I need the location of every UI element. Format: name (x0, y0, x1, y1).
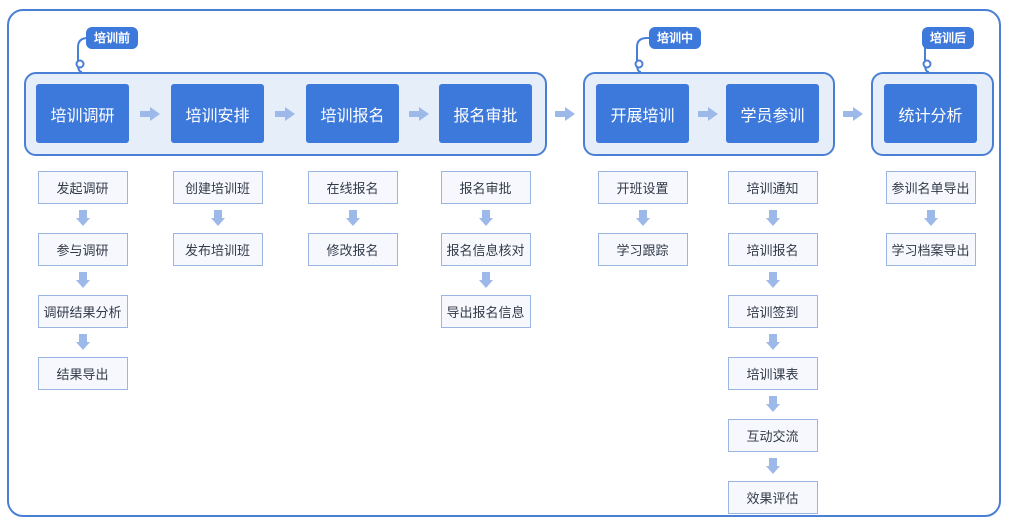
phase-arrow (843, 106, 863, 121)
stage-box: 学员参训 (726, 84, 819, 143)
task-box: 修改报名 (307, 233, 398, 266)
stage-box: 培训报名 (306, 84, 399, 143)
task-box: 开班设置 (597, 171, 688, 204)
down-arrow (210, 210, 225, 226)
stage-box: 报名审批 (439, 84, 532, 143)
stage-box: 开展培训 (596, 84, 689, 143)
right-arrow (275, 106, 295, 121)
task-box: 培训课表 (727, 357, 818, 390)
task-box: 在线报名 (307, 171, 398, 204)
down-arrow (75, 334, 90, 350)
task-box: 导出报名信息 (440, 295, 531, 328)
task-box: 发布培训班 (172, 233, 263, 266)
task-box: 培训报名 (727, 233, 818, 266)
task-box: 参训名单导出 (885, 171, 976, 204)
down-arrow (923, 210, 938, 226)
right-arrow (697, 106, 718, 121)
down-arrow (765, 334, 780, 350)
task-box: 参与调研 (37, 233, 128, 266)
stage-box: 培训调研 (36, 84, 129, 143)
task-box: 报名信息核对 (440, 233, 531, 266)
task-box: 互动交流 (727, 419, 818, 452)
down-arrow (765, 396, 780, 412)
task-box: 创建培训班 (172, 171, 263, 204)
down-arrow (345, 210, 360, 226)
down-arrow (75, 210, 90, 226)
task-box: 发起调研 (37, 171, 128, 204)
down-arrow (478, 272, 493, 288)
down-arrow (635, 210, 650, 226)
stage-box: 统计分析 (884, 84, 977, 143)
stage-box: 培训安排 (171, 84, 264, 143)
task-box: 学习跟踪 (597, 233, 688, 266)
phase-tag: 培训前 (86, 27, 139, 49)
right-arrow (140, 106, 160, 121)
task-box: 培训通知 (727, 171, 818, 204)
right-arrow (409, 106, 429, 121)
task-box: 学习档案导出 (885, 233, 976, 266)
down-arrow (75, 272, 90, 288)
task-box: 调研结果分析 (37, 295, 128, 328)
down-arrow (478, 210, 493, 226)
task-box: 结果导出 (37, 357, 128, 390)
phase-tag: 培训后 (922, 27, 975, 49)
phase-hook-0 (75, 37, 89, 73)
task-box: 效果评估 (727, 481, 818, 514)
down-arrow (765, 210, 780, 226)
phase-arrow (555, 106, 575, 121)
phase-hook-1 (634, 37, 649, 73)
task-box: 报名审批 (440, 171, 531, 204)
down-arrow (765, 272, 780, 288)
phase-tag: 培训中 (649, 27, 702, 49)
task-box: 培训签到 (727, 295, 818, 328)
down-arrow (765, 458, 780, 474)
